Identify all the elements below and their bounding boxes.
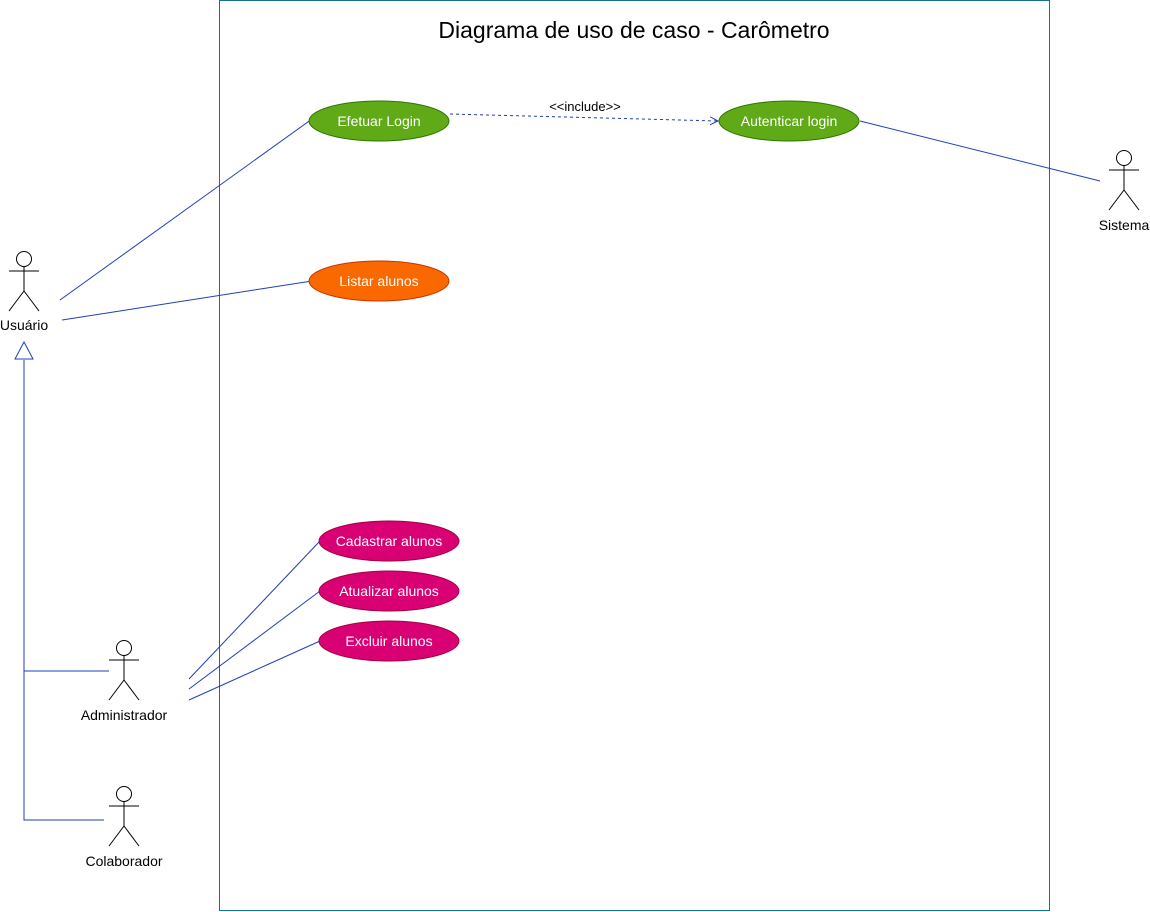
stick-figure-icon — [1108, 150, 1140, 211]
assoc-admin-cadastrar — [188, 540, 321, 680]
include-label: <<include>> — [549, 99, 621, 114]
use-case-ellipse — [318, 620, 460, 662]
use-case-ellipse — [308, 260, 450, 302]
assoc-sistema-autenticar-login — [859, 120, 1101, 182]
use-case-atualizar-alunos-label: Atualizar alunos — [339, 583, 439, 599]
actor-administrador-label: Administrador — [81, 707, 168, 723]
use-case-autenticar-login[interactable]: Autenticar login — [718, 100, 860, 142]
use-case-cadastrar-alunos[interactable]: Cadastrar alunos — [318, 520, 460, 562]
system-boundary — [219, 0, 1050, 911]
use-case-atualizar-alunos[interactable]: Atualizar alunos — [318, 570, 460, 612]
use-case-ellipse — [308, 100, 450, 142]
assoc-admin-atualizar — [188, 590, 321, 690]
include-arrow — [449, 113, 718, 121]
use-case-efetuar-login-label: Efetuar Login — [337, 113, 420, 129]
actor-sistema-label: Sistema — [1099, 217, 1150, 233]
use-case-ellipse — [318, 520, 460, 562]
actor-colaborador-label: Colaborador — [85, 853, 162, 869]
generalization-colaborador — [23, 671, 104, 821]
actor-sistema[interactable]: Sistema — [1099, 150, 1150, 234]
use-case-efetuar-login[interactable]: Efetuar Login — [308, 100, 450, 142]
assoc-usuario-efetuar-login — [59, 118, 313, 301]
diagram-title: Diagrama de uso de caso - Carômetro — [438, 17, 829, 43]
use-case-excluir-alunos[interactable]: Excluir alunos — [318, 620, 460, 662]
use-case-ellipse — [318, 570, 460, 612]
generalization-administrador — [23, 360, 109, 672]
assoc-admin-excluir — [188, 640, 321, 701]
generalization-triangle-icon — [14, 340, 34, 360]
use-case-listar-alunos-label: Listar alunos — [339, 273, 418, 289]
assoc-usuario-listar-alunos — [61, 280, 313, 321]
stick-figure-icon — [108, 786, 140, 847]
actor-administrador[interactable]: Administrador — [81, 640, 168, 724]
actor-usuario[interactable]: Usuário — [0, 251, 48, 334]
use-case-listar-alunos[interactable]: Listar alunos — [308, 260, 450, 302]
actor-usuario-label: Usuário — [0, 317, 48, 333]
use-case-cadastrar-alunos-label: Cadastrar alunos — [336, 533, 443, 549]
use-case-excluir-alunos-label: Excluir alunos — [345, 633, 432, 649]
use-case-ellipse — [718, 100, 860, 142]
use-case-autenticar-login-label: Autenticar login — [741, 113, 838, 129]
stick-figure-icon — [108, 640, 140, 701]
stick-figure-icon — [8, 251, 40, 312]
actor-colaborador[interactable]: Colaborador — [85, 786, 163, 870]
